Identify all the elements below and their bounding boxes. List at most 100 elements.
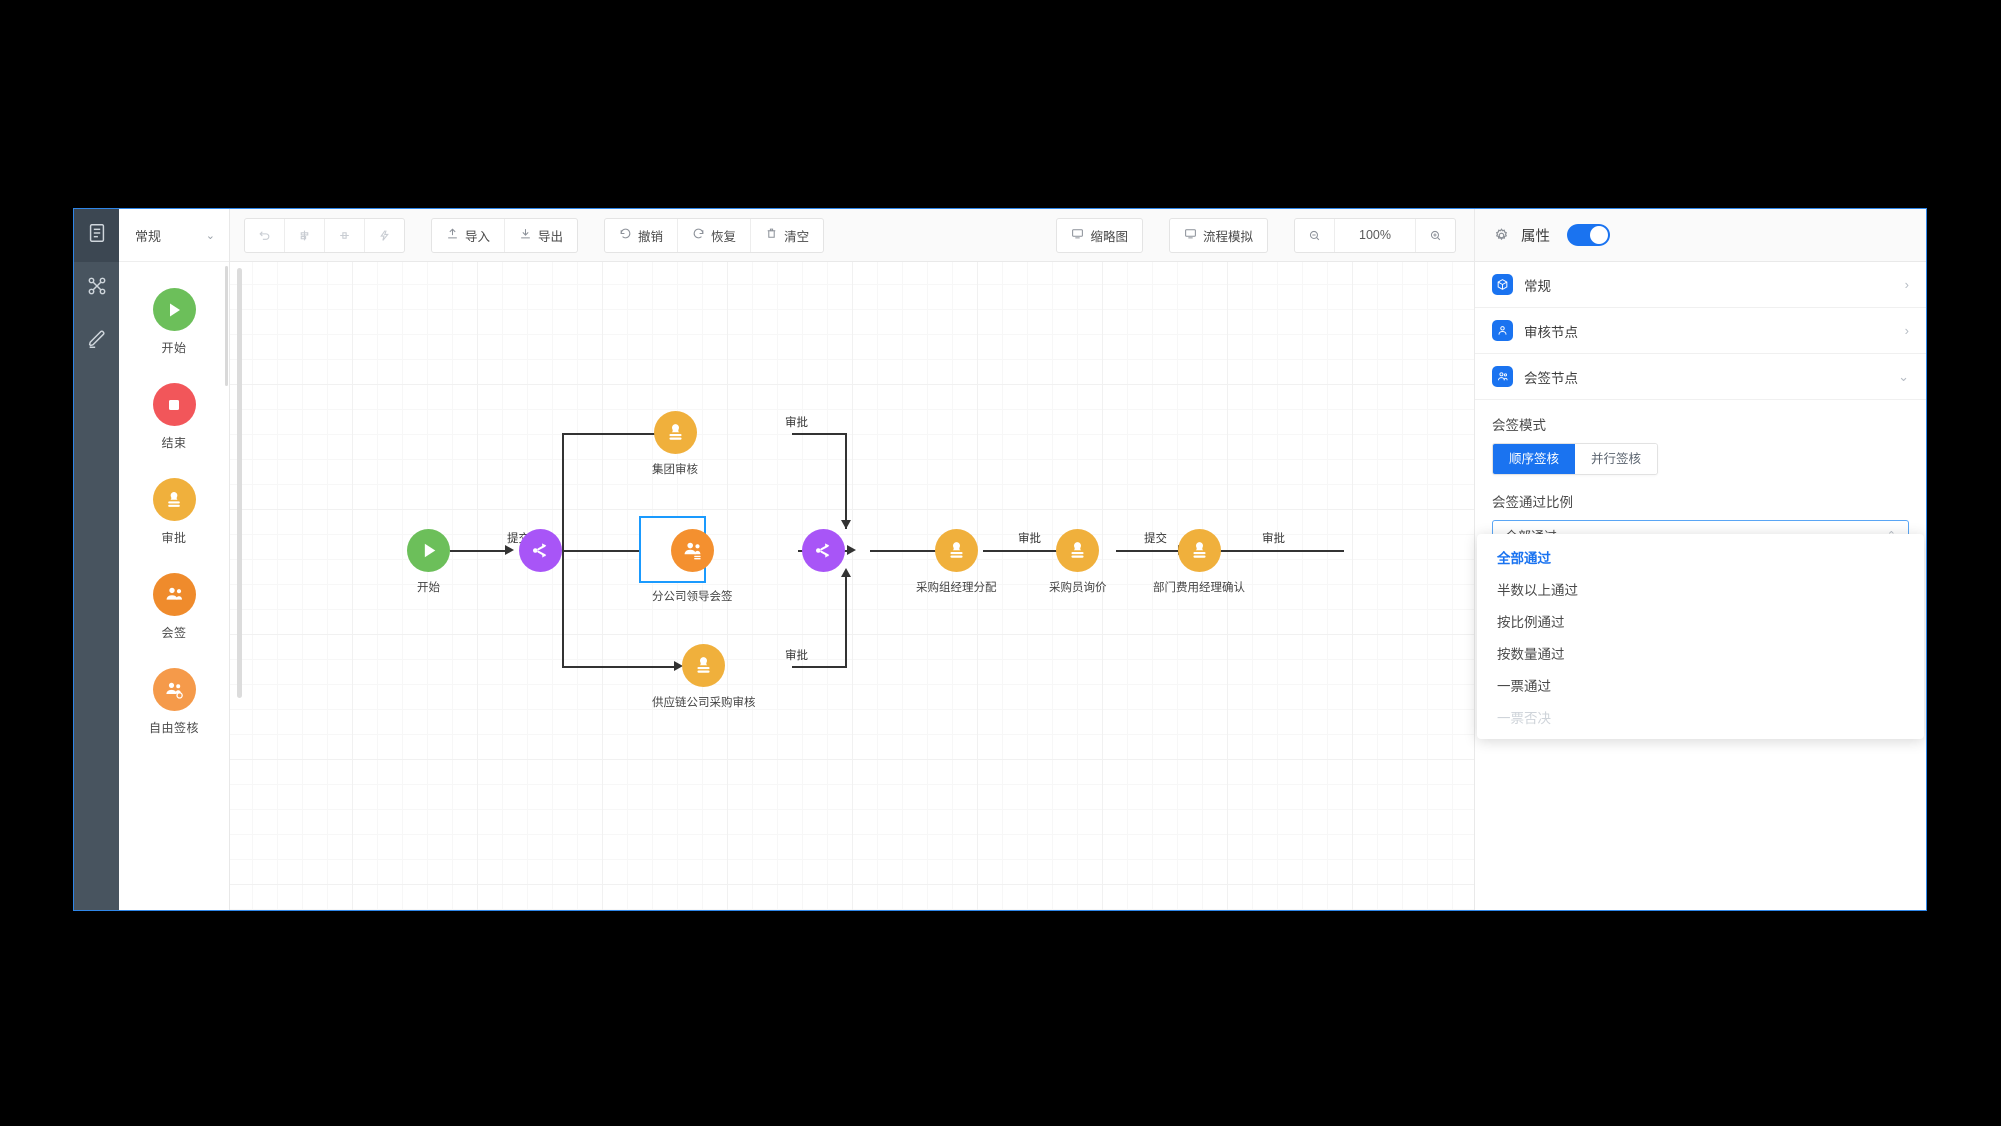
node-buyer-quote[interactable]: 采购员询价 (1049, 529, 1107, 595)
simulate-label: 流程模拟 (1202, 229, 1253, 244)
ratio-dropdown[interactable]: 全部通过 半数以上通过 按比例通过 按数量通过 一票通过 一票否决 (1477, 534, 1924, 739)
palette-group-label: 常规 (135, 228, 162, 244)
zoom-level[interactable]: 100% (1335, 218, 1416, 252)
stamp-icon (152, 478, 196, 521)
dropdown-option-one-vote-pass[interactable]: 一票通过 (1497, 679, 1551, 694)
import-label: 导入 (465, 229, 491, 244)
clear-button[interactable]: 清空 (751, 219, 823, 252)
edge-quote-dept (1116, 550, 1182, 552)
distribute-icon-button[interactable] (325, 218, 365, 252)
toolbar-io-group: 导入 导出 (431, 217, 579, 253)
edge-buymgr-quote (983, 550, 1080, 552)
rail-flow-button[interactable] (74, 262, 119, 315)
stamp-icon (653, 411, 697, 454)
chevron-down-icon: ⌄ (1898, 368, 1909, 384)
palette-item-label: 审批 (161, 531, 187, 545)
property-row-review-node[interactable]: 审核节点 › (1475, 308, 1926, 354)
palette-item-label: 开始 (161, 341, 187, 355)
properties-panel: 属性 常规 › 审核节点 › 会签节点 ⌄ 会签模式 (1474, 209, 1926, 910)
properties-title: 属性 (1521, 228, 1550, 245)
left-rail (74, 209, 119, 910)
zoom-out-button[interactable] (1295, 218, 1335, 252)
palette-item-label: 会签 (161, 626, 187, 640)
palette-item-free-sign[interactable]: 自由签核 (119, 668, 229, 736)
property-row-countersign-node[interactable]: 会签节点 ⌄ (1475, 354, 1926, 400)
mode-field-label: 会签模式 (1492, 418, 1546, 433)
simulate-icon (1184, 227, 1197, 243)
document-icon (86, 222, 108, 249)
node-dept-confirm[interactable]: 部门费用经理确认 (1153, 529, 1245, 595)
group-icon (152, 573, 196, 616)
node-palette: 常规 ⌄ 开始 结束 (119, 209, 230, 910)
lightning-icon-button[interactable] (365, 219, 404, 252)
chevron-right-icon: › (1904, 277, 1909, 292)
toolbar-zoom-group: 100% (1294, 217, 1456, 253)
pen-icon (86, 328, 108, 355)
property-row-general[interactable]: 常规 › (1475, 262, 1926, 308)
node-label: 开始 (417, 582, 440, 594)
palette-scrollbar[interactable] (225, 266, 228, 386)
rail-document-button[interactable] (74, 209, 119, 262)
redo-icon (692, 227, 705, 243)
node-gateway-1[interactable] (519, 529, 562, 572)
palette-item-start[interactable]: 开始 (119, 288, 229, 356)
redo-button[interactable]: 恢复 (678, 218, 752, 252)
play-icon (407, 529, 450, 572)
undo-label: 撤销 (638, 229, 664, 244)
dropdown-option-count-pass[interactable]: 按数量通过 (1497, 647, 1565, 662)
property-row-label: 审核节点 (1524, 324, 1578, 340)
export-button[interactable]: 导出 (505, 219, 577, 252)
mode-option-parallel[interactable]: 并行签核 (1575, 444, 1658, 474)
palette-item-end[interactable]: 结束 (119, 383, 229, 451)
dropdown-option-ratio-pass[interactable]: 按比例通过 (1497, 615, 1565, 630)
share-icon (802, 529, 845, 572)
toolbar-thumbnail-group: 缩略图 (1056, 217, 1143, 253)
properties-toggle[interactable] (1567, 224, 1610, 246)
canvas-area: 导入 导出 撤销 (230, 209, 1474, 910)
undo-arrow-icon-button[interactable] (245, 218, 285, 252)
flow-designer-app: 常规 ⌄ 开始 结束 (73, 208, 1927, 911)
dropdown-option-majority-pass[interactable]: 半数以上通过 (1497, 583, 1578, 598)
node-purchase-manager[interactable]: 采购组经理分配 (916, 529, 997, 595)
align-icon-button[interactable] (285, 218, 325, 252)
node-label: 供应链公司采购审核 (652, 697, 756, 709)
arrowhead (505, 545, 514, 555)
edge-label: 审批 (785, 417, 808, 429)
node-group-review[interactable]: 集团审核 (652, 411, 698, 477)
property-row-label: 常规 (1524, 278, 1551, 294)
node-branch-countersign[interactable]: 分公司领导会签 (639, 516, 733, 604)
person-icon (1492, 320, 1513, 341)
node-label: 采购组经理分配 (916, 582, 997, 594)
mode-segmented-control: 顺序签核 并行签核 (1492, 443, 1659, 475)
edge-gw1-up (562, 433, 564, 552)
edge-gw1-branch (562, 550, 670, 552)
node-gateway-2[interactable] (802, 529, 845, 572)
mode-option-sequential[interactable]: 顺序签核 (1493, 444, 1576, 474)
countersign-settings: 会签模式 顺序签核 并行签核 会签通过比例 全部通过 ⌃ (1475, 400, 1926, 551)
undo-button[interactable]: 撤销 (605, 218, 679, 252)
node-supply-review[interactable]: 供应链公司采购审核 (652, 644, 756, 710)
arrowhead (841, 520, 851, 529)
palette-item-countersign[interactable]: 会签 (119, 573, 229, 641)
dropdown-option-one-vote-veto[interactable]: 一票否决 (1497, 711, 1551, 726)
canvas-scrollbar[interactable] (237, 268, 242, 698)
node-label: 采购员询价 (1049, 582, 1107, 594)
thumbnail-button[interactable]: 缩略图 (1057, 219, 1142, 252)
flow-canvas[interactable]: 提交 审批 审批 审批 提交 审批 开始 (230, 262, 1474, 910)
dropdown-option-all-pass[interactable]: 全部通过 (1497, 551, 1551, 566)
group-icon (1492, 366, 1513, 387)
edge-supply-gw2-h (792, 666, 847, 668)
edge-label: 审批 (1018, 533, 1041, 545)
palette-item-approve[interactable]: 审批 (119, 478, 229, 546)
node-label: 部门费用经理确认 (1153, 582, 1245, 594)
edge-label: 审批 (1262, 533, 1285, 545)
simulate-button[interactable]: 流程模拟 (1170, 219, 1267, 252)
import-button[interactable]: 导入 (432, 218, 506, 252)
node-start[interactable]: 开始 (407, 529, 450, 595)
palette-group-header[interactable]: 常规 ⌄ (119, 209, 229, 262)
edge-label: 提交 (1144, 533, 1167, 545)
rail-pen-button[interactable] (74, 315, 119, 368)
zoom-in-button[interactable] (1416, 219, 1455, 252)
play-icon (152, 288, 196, 331)
node-label: 分公司领导会签 (652, 591, 733, 603)
